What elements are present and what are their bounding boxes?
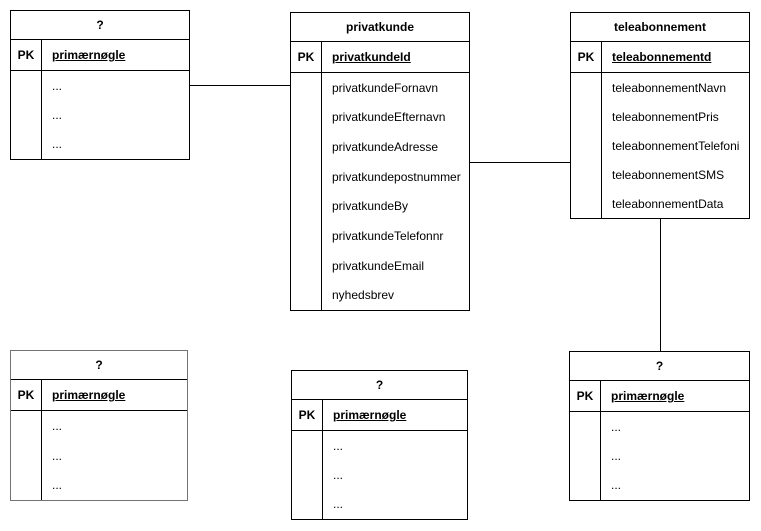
pk-label: PK — [11, 40, 42, 70]
pk-field-name: primærnøgle — [52, 48, 126, 62]
entity-body: teleabonnementNavn teleabonnementPris te… — [571, 73, 749, 218]
entity-title: ? — [11, 11, 189, 40]
pk-label: PK — [11, 380, 42, 410]
pk-label: PK — [570, 381, 601, 411]
entity-body: ... ... ... — [11, 411, 187, 500]
pk-label: PK — [571, 42, 602, 72]
connector-privatkunde-to-teleabonnement[interactable] — [470, 162, 570, 163]
pk-gutter — [11, 71, 42, 159]
field-row: ... — [52, 448, 63, 463]
field-row: privatkundeTelefonnr — [332, 228, 444, 243]
pk-row: PK primærnøgle — [11, 380, 187, 411]
connector-unknown-to-privatkunde[interactable] — [190, 85, 290, 86]
field-row: privatkundeEmail — [332, 258, 425, 273]
field-row: privatkundeEfternavn — [332, 110, 446, 125]
pk-row: PK teleabonnementd — [571, 42, 749, 73]
pk-gutter — [571, 73, 602, 218]
pk-gutter — [11, 411, 42, 500]
field-row: ... — [611, 419, 622, 434]
field-row: ... — [333, 438, 344, 453]
pk-row: PK privatkundeId — [291, 42, 469, 73]
pk-row: PK primærnøgle — [11, 40, 189, 71]
field-row: privatkundeBy — [332, 199, 409, 214]
pk-gutter — [570, 412, 601, 500]
entity-unknown-bottom-right[interactable]: ? PK primærnøgle ... ... ... — [569, 351, 750, 501]
field-row: teleabonnementPris — [612, 109, 719, 124]
field-row: ... — [52, 478, 63, 493]
pk-row: PK primærnøgle — [570, 381, 749, 412]
pk-field-name: primærnøgle — [333, 408, 407, 422]
field-row: teleabonnementData — [612, 196, 724, 211]
entity-title: ? — [570, 352, 749, 381]
entity-title: teleabonnement — [571, 13, 749, 42]
field-row: teleabonnementNavn — [612, 80, 727, 95]
pk-label: PK — [292, 400, 323, 430]
field-row: privatkundepostnummer — [332, 169, 461, 184]
pk-field-name: primærnøgle — [52, 388, 126, 402]
field-row: ... — [52, 107, 63, 122]
pk-field-name: teleabonnementd — [612, 50, 712, 64]
connector-teleabonnement-to-unknown[interactable] — [660, 219, 661, 351]
field-row: teleabonnementSMS — [612, 167, 725, 182]
field-row: ... — [611, 448, 622, 463]
entity-body: privatkundeFornavn privatkundeEfternavn … — [291, 73, 469, 310]
field-row: teleabonnementTelefoni — [612, 138, 740, 153]
entity-body: ... ... ... — [11, 71, 189, 159]
field-row: ... — [52, 137, 63, 152]
entity-body: ... ... ... — [292, 431, 467, 519]
pk-gutter — [291, 73, 322, 310]
pk-field-name: primærnøgle — [611, 389, 685, 403]
entity-title: privatkunde — [291, 13, 469, 42]
field-row: ... — [52, 418, 63, 433]
field-row: privatkundeAdresse — [332, 140, 439, 155]
pk-label: PK — [291, 42, 322, 72]
entity-privatkunde[interactable]: privatkunde PK privatkundeId privatkunde… — [290, 12, 470, 311]
pk-row: PK primærnøgle — [292, 400, 467, 431]
entity-title: ? — [292, 371, 467, 400]
entity-body: ... ... ... — [570, 412, 749, 500]
entity-unknown-bottom-middle[interactable]: ? PK primærnøgle ... ... ... — [291, 370, 468, 520]
entity-title: ? — [11, 351, 187, 380]
field-row: ... — [333, 467, 344, 482]
field-row: privatkundeFornavn — [332, 80, 439, 95]
pk-gutter — [292, 431, 323, 519]
field-row: ... — [611, 478, 622, 493]
field-row: ... — [333, 497, 344, 512]
entity-unknown-bottom-left[interactable]: ? PK primærnøgle ... ... ... — [10, 350, 188, 501]
entity-unknown-top-left[interactable]: ? PK primærnøgle ... ... ... — [10, 10, 190, 160]
field-row: ... — [52, 78, 63, 93]
pk-field-name: privatkundeId — [332, 50, 411, 64]
field-row: nyhedsbrev — [332, 288, 395, 303]
entity-teleabonnement[interactable]: teleabonnement PK teleabonnementd teleab… — [570, 12, 750, 219]
